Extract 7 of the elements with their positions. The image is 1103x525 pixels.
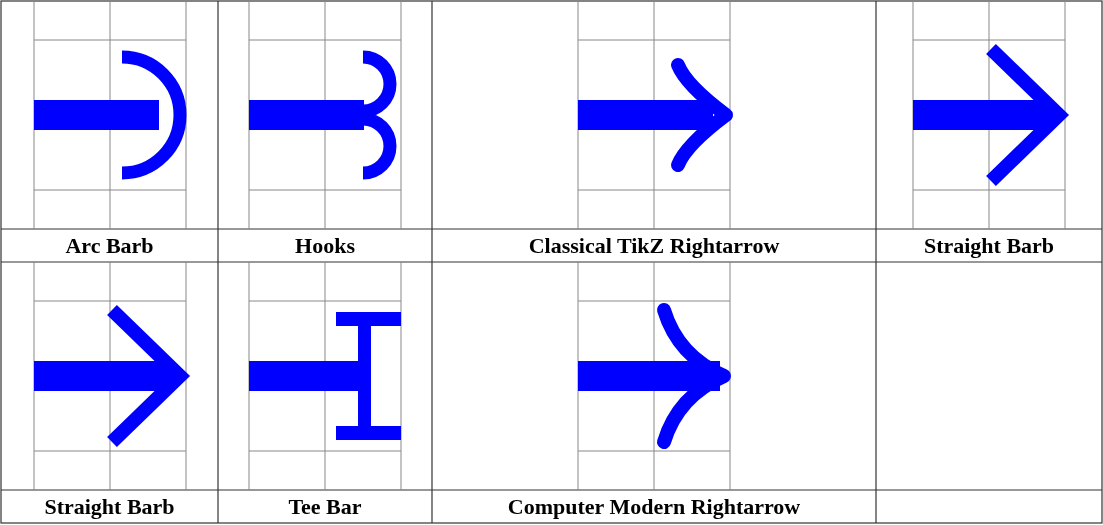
caption: Straight Barb xyxy=(923,234,1055,257)
caption: Hooks xyxy=(295,234,355,257)
caption: Tee Bar xyxy=(288,495,362,518)
caption: Arc Barb xyxy=(65,234,154,257)
caption: Classical TikZ Rightarrow xyxy=(528,234,780,257)
caption: Straight Barb xyxy=(44,495,175,518)
caption: Computer Modern Rightarrow xyxy=(507,495,801,518)
